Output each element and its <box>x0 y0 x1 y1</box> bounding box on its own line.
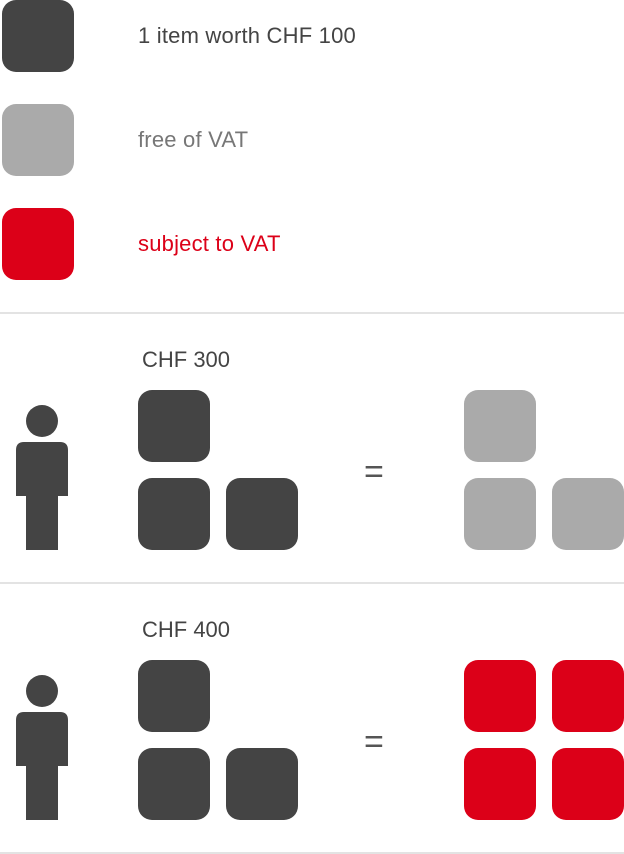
divider <box>0 582 624 584</box>
legend-label-free: free of VAT <box>138 127 249 152</box>
divider <box>0 312 624 314</box>
item-square <box>226 478 298 550</box>
item-square <box>138 660 210 732</box>
vat-free-square <box>552 478 624 550</box>
legend-swatch-item <box>2 0 74 72</box>
vat-free-square <box>464 478 536 550</box>
vat-square <box>552 748 624 820</box>
legend-swatch-vat <box>2 208 74 280</box>
person-icon <box>16 405 68 550</box>
equals-sign: = <box>364 453 384 491</box>
divider <box>0 852 624 854</box>
example-amount: CHF 400 <box>142 617 231 642</box>
item-square <box>138 390 210 462</box>
legend-label-vat: subject to VAT <box>138 231 281 256</box>
vat-square <box>464 748 536 820</box>
vat-free-square <box>464 390 536 462</box>
item-square <box>138 748 210 820</box>
legend-swatch-free <box>2 104 74 176</box>
vat-square <box>552 660 624 732</box>
item-square <box>226 748 298 820</box>
item-square <box>138 478 210 550</box>
equals-sign: = <box>364 723 384 761</box>
person-icon <box>16 675 68 820</box>
vat-square <box>464 660 536 732</box>
example-amount: CHF 300 <box>142 347 231 372</box>
legend-label-item: 1 item worth CHF 100 <box>138 23 356 48</box>
